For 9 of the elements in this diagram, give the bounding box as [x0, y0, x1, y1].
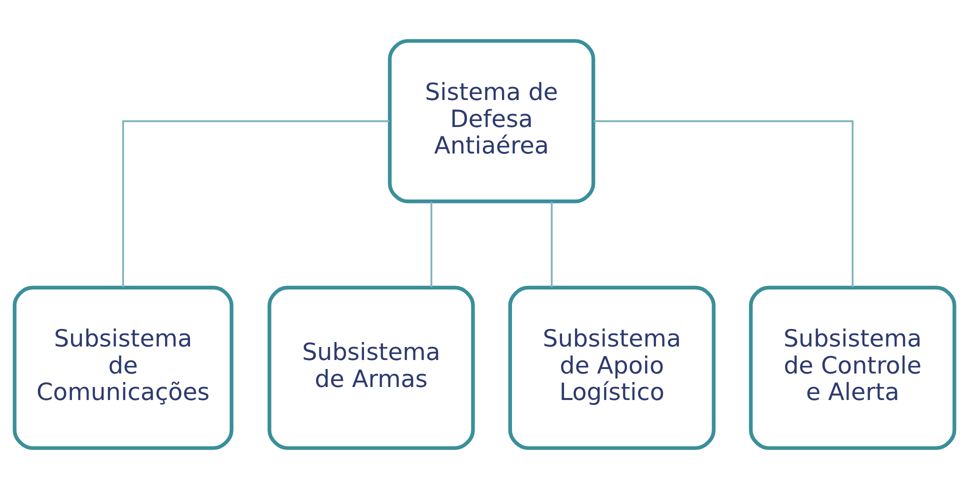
connector [550, 201, 553, 287]
node-box: Subsistema de Armas [268, 285, 475, 450]
connector [122, 120, 390, 287]
node-box: Subsistema de Apoio Logístico [508, 285, 716, 450]
node-box: Sistema de Defesa Antiaérea [388, 38, 596, 203]
node-box: Subsistema de Controle e Alerta [748, 285, 956, 450]
connector [430, 201, 432, 287]
connector [594, 120, 854, 287]
node-box: Subsistema de Comunicações [12, 285, 234, 450]
